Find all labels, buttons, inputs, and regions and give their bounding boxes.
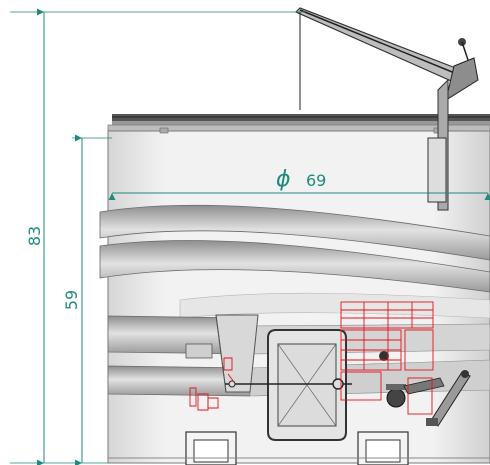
total-height-value: 83 [25,226,44,246]
dimension-body-height: 59 [62,134,112,465]
annotation-markups [189,301,434,415]
hoist-crane [294,7,479,211]
dimension-diameter: ϕ 69 [108,167,490,200]
valve-assembly [379,351,471,427]
tank-feet [108,431,490,465]
diameter-symbol: ϕ [276,167,291,192]
manhole-door [225,329,352,441]
diameter-value: 69 [306,171,326,190]
body-height-value: 59 [62,290,81,310]
inlet-chute [185,314,259,393]
dimension-total-height: 83 [10,8,305,465]
